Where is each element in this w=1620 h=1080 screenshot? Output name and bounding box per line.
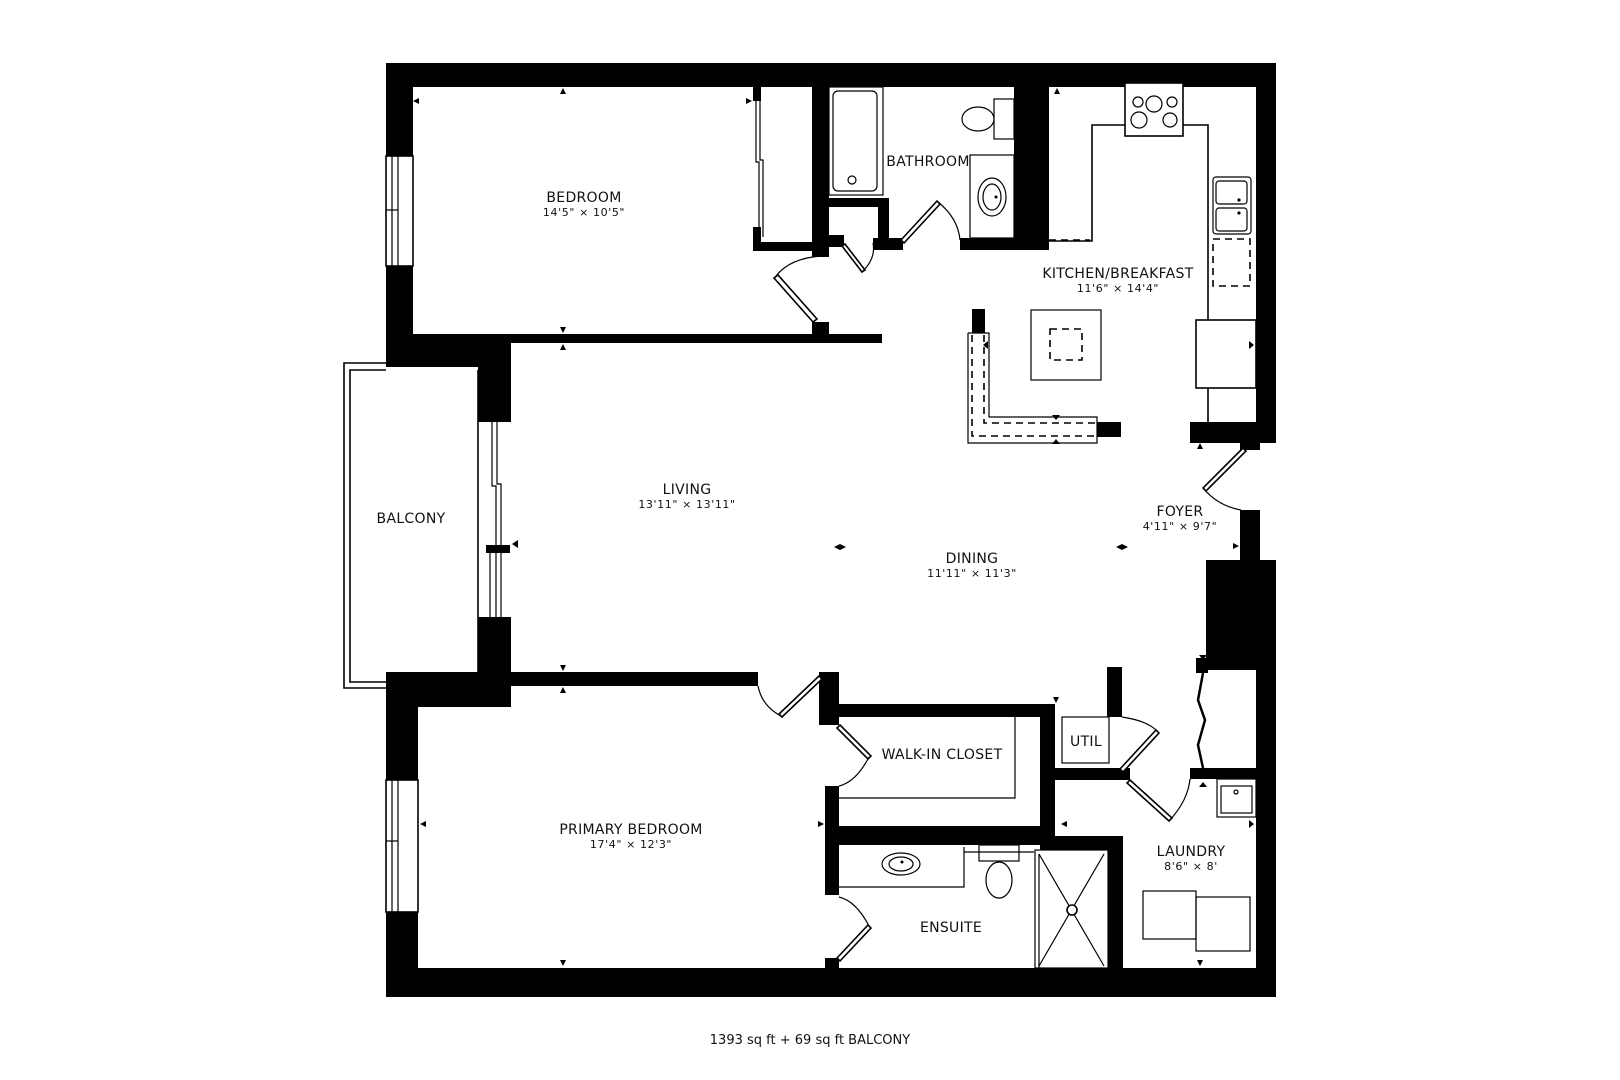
room-label-bedroom: BEDROOM 14'5" × 10'5" <box>543 190 625 219</box>
room-label-primary-bedroom: PRIMARY BEDROOM 17'4" × 12'3" <box>559 822 702 851</box>
stove-icon <box>1124 82 1184 137</box>
dryer-icon <box>1195 896 1251 952</box>
room-label-util: UTIL <box>1070 734 1102 750</box>
dishwasher-icon <box>1212 238 1251 287</box>
island-icon <box>1030 309 1102 381</box>
bifold-door-icon <box>1196 655 1208 787</box>
util-box <box>1061 716 1110 764</box>
area-caption: 1393 sq ft + 69 sq ft BALCONY <box>709 1033 911 1048</box>
room-label-ensuite: ENSUITE <box>920 920 982 936</box>
room-name: BATHROOM <box>886 154 970 170</box>
room-name: DINING <box>945 551 999 567</box>
room-dimensions: 13'11" × 13'11" <box>638 498 736 511</box>
room-name: BALCONY <box>376 511 446 527</box>
room-dimensions: 11'11" × 11'3" <box>927 567 1017 580</box>
fridge-icon <box>1195 319 1257 389</box>
peninsula-counter <box>967 309 1121 444</box>
shower-icon <box>1034 849 1109 969</box>
kitchen-sink-icon <box>1212 176 1252 235</box>
door-swing-icon <box>840 242 875 274</box>
room-name: LIVING <box>662 482 712 498</box>
room-name: PRIMARY BEDROOM <box>559 822 703 838</box>
interior-walls <box>511 658 1256 972</box>
room-label-kitchen-breakfast: KITCHEN/BREAKFAST 11'6" × 14'4" <box>1042 266 1193 295</box>
bathtub-icon <box>828 86 884 196</box>
room-label-living: LIVING 13'11" × 13'11" <box>638 482 735 511</box>
outer-walls <box>386 63 1276 997</box>
toilet-icon <box>964 844 1034 899</box>
sink-icon <box>969 154 1015 239</box>
walk-in-closet-shelf <box>839 717 1016 799</box>
room-label-walk-in-closet: WALK-IN CLOSET <box>882 747 1003 763</box>
washer-icon <box>1142 890 1197 940</box>
toilet-icon <box>961 98 1015 140</box>
sink-icon <box>839 847 965 888</box>
room-label-balcony: BALCONY <box>377 511 446 527</box>
room-label-foyer: FOYER 4'11" × 9'7" <box>1143 504 1218 533</box>
window-icon <box>385 155 414 267</box>
room-name: KITCHEN/BREAKFAST <box>1042 266 1194 282</box>
door-swing-icon <box>757 674 824 719</box>
dimension-markers <box>413 88 1239 966</box>
laundry-sink-icon <box>1216 778 1257 828</box>
room-dimensions: 4'11" × 9'7" <box>1142 520 1218 533</box>
room-name: FOYER <box>1156 504 1204 520</box>
room-label-dining: DINING 11'11" × 11'3" <box>927 551 1017 580</box>
door-swing-icon <box>1201 446 1248 511</box>
room-name: WALK-IN CLOSET <box>881 747 1003 763</box>
room-name: LAUNDRY <box>1156 844 1226 860</box>
door-swing-icon <box>1118 716 1161 774</box>
room-dimensions: 14'5" × 10'5" <box>542 206 626 219</box>
window-icon <box>385 779 419 913</box>
room-name: UTIL <box>1070 734 1102 750</box>
bedroom-closet <box>753 87 829 257</box>
room-name: BEDROOM <box>546 190 622 206</box>
door-swing-icon <box>772 255 829 340</box>
door-swing-icon <box>899 199 961 245</box>
room-dimensions: 17'4" × 12'3" <box>589 838 673 851</box>
room-dimensions: 11'6" × 14'4" <box>1076 282 1160 295</box>
bathroom-walls <box>829 87 1049 250</box>
room-label-laundry: LAUNDRY 8'6" × 8' <box>1157 844 1226 873</box>
sliding-door-icon <box>486 422 518 617</box>
room-name: ENSUITE <box>919 920 983 936</box>
door-swing-icon <box>835 896 873 963</box>
balcony-outline <box>343 362 479 689</box>
door-swing-icon <box>835 723 873 787</box>
room-label-bathroom: BATHROOM <box>886 154 969 170</box>
door-swing-icon <box>1125 778 1191 823</box>
room-dimensions: 8'6" × 8' <box>1164 860 1218 873</box>
